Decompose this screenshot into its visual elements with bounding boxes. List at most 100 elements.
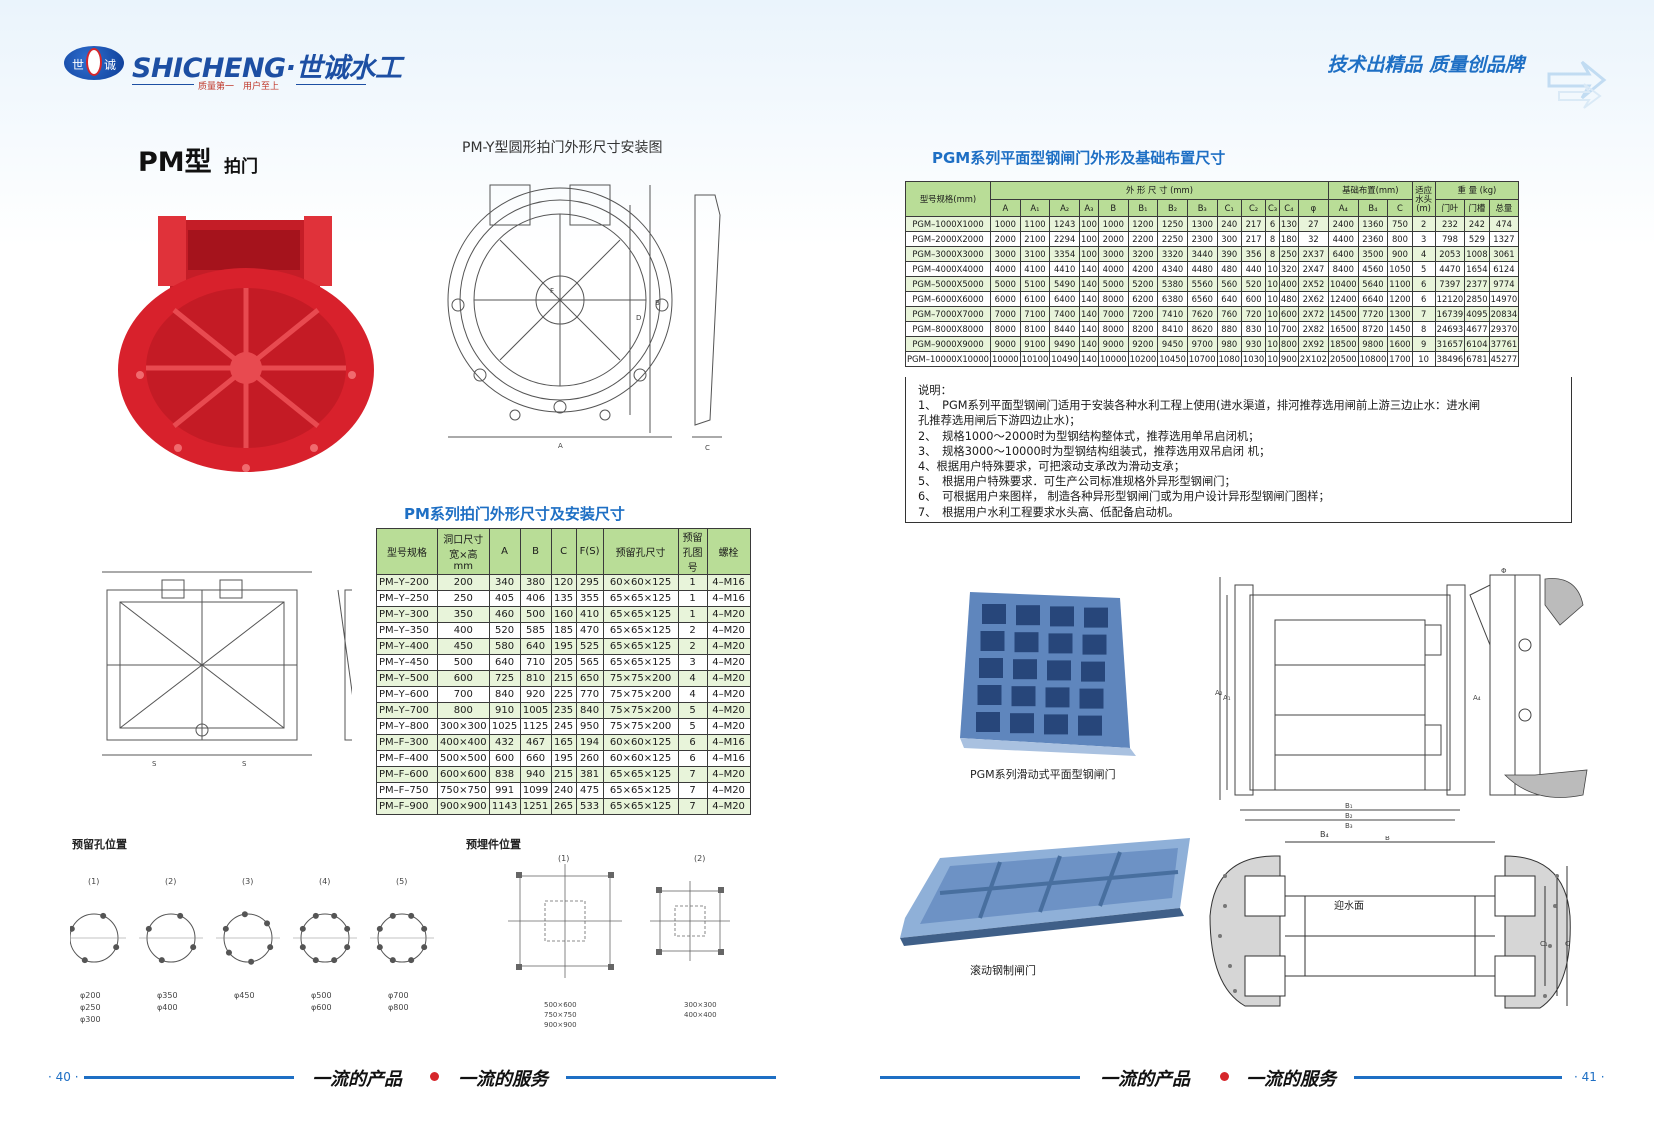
- pgm-plan-drawing: B C₁ C: [1209, 836, 1571, 1009]
- pgm-sub-header: φ: [1297, 198, 1329, 217]
- pgm-sub-header: A₂: [1049, 198, 1080, 217]
- pgm-table-cell: 798: [1434, 231, 1466, 247]
- pgm-table-cell: 8100: [1019, 321, 1051, 337]
- pgm-table-cell: 5560: [1186, 276, 1218, 292]
- pm-table-cell: 1: [677, 590, 708, 607]
- pm-table-cell: 4–M16: [706, 590, 751, 607]
- pgm-sub-header: B₂: [1157, 198, 1188, 217]
- bolt-hole-mark: [408, 957, 415, 964]
- pgm-table-cell: 1450: [1387, 321, 1413, 337]
- pgm-table-cell: 3100: [1019, 246, 1051, 262]
- pgm-table-cell: PGM–2000X2000: [905, 231, 991, 247]
- pgm-table-cell: 900: [1387, 246, 1413, 262]
- pgm-table-cell: 3: [1411, 231, 1436, 247]
- svg-text:Φ: Φ: [1501, 567, 1507, 575]
- pgm-table-cell: 9000: [989, 336, 1021, 352]
- pgm-group-header-row: 型号规格(mm) 外 形 尺 寸 (mm) 基础布置(mm) 适应水头(m) 重…: [905, 181, 1520, 217]
- upstream-face-label: 迎水面: [1334, 901, 1364, 912]
- pgm-table-cell: 4470: [1434, 261, 1466, 277]
- bolt-hole-mark: [241, 911, 248, 918]
- pm-table-cell: 185: [550, 622, 577, 639]
- pgm-table-cell: 8: [1411, 321, 1436, 337]
- pgm-table-cell: 700: [1278, 321, 1299, 337]
- pm-table-cell: 4–M16: [706, 574, 751, 591]
- pm-table-cell: 135: [550, 590, 577, 607]
- pgm-table-cell: 750: [1387, 216, 1413, 232]
- pm-table-cell: 525: [575, 638, 604, 655]
- pgm-table-cell: 2000: [1097, 231, 1129, 247]
- pm-table-cell: 4–M20: [706, 654, 751, 671]
- pm-table-cell: 500×500: [437, 750, 490, 767]
- gate-grid-cell: [1013, 659, 1037, 680]
- pm-table-cell: 75×75×200: [602, 702, 679, 719]
- pgm-table-cell: 320: [1278, 261, 1299, 277]
- pm-table-header-row: 型号规格 洞口尺寸宽×高mm A B C F(S) 预留孔尺寸 预留孔图号 螺栓: [376, 528, 751, 575]
- svg-text:A₂: A₂: [1215, 689, 1223, 697]
- pm-table-cell: 195: [550, 638, 577, 655]
- pgm-table-cell: 4410: [1049, 261, 1080, 277]
- pgm-table-cell: PGM–3000X3000: [905, 246, 991, 262]
- pgm-table-cell: 29370: [1488, 321, 1520, 337]
- pgm-table-cell: 10: [1265, 306, 1280, 322]
- pgm-table-cell: 10800: [1357, 351, 1389, 367]
- pgm-table-cell: 474: [1488, 216, 1520, 232]
- pgm-table-cell: 4000: [989, 261, 1021, 277]
- gate-grid-cell: [1044, 714, 1068, 735]
- pm-table-cell: 4–M16: [706, 750, 751, 767]
- note-line: 1、 PGM系列平面型钢闸门适用于安装各种水利工程上使用(进水渠道，排河推荐选用…: [918, 399, 1481, 413]
- pm-table-cell: 225: [550, 686, 577, 703]
- pm-col-b: B: [519, 528, 552, 575]
- pm-table-cell: 65×65×125: [602, 638, 679, 655]
- gate-grid-cell: [976, 712, 1000, 732]
- logo-char-right: 诚: [104, 58, 117, 72]
- pgm-table-cell: 2850: [1464, 291, 1490, 307]
- pgm-table-cell: 2000: [989, 231, 1021, 247]
- pgm-sub-header: C₁: [1216, 198, 1242, 217]
- pgm-table-cell: 45277: [1488, 351, 1520, 367]
- pm-table-cell: 650: [575, 670, 604, 687]
- pgm-table-cell: 560: [1216, 276, 1242, 292]
- pgm-table-cell: 9490: [1049, 336, 1080, 352]
- pgm-table-cell: 1600: [1387, 336, 1413, 352]
- pm-table-cell: 60×60×125: [602, 750, 679, 767]
- page-number-right: · 41 ·: [1574, 1070, 1605, 1084]
- embed-diagrams: [508, 864, 730, 978]
- bolt-hole-mark: [299, 944, 306, 951]
- pgm-table-cell: 140: [1078, 336, 1099, 352]
- pgm-table-cell: 3320: [1157, 246, 1188, 262]
- pm-table-cell: 194: [575, 734, 604, 751]
- pgm-table-cell: 10: [1411, 351, 1436, 367]
- pm-table-cell: 600: [488, 750, 521, 767]
- pm-table-cell: 4: [677, 670, 708, 687]
- pgm-table-cell: 6400: [1049, 291, 1080, 307]
- pgm-table-cell: 4677: [1464, 321, 1490, 337]
- pgm-table-cell: PGM–10000X10000: [905, 351, 991, 367]
- pgm-table-cell: 232: [1434, 216, 1466, 232]
- pm-y-diagram-caption: PM-Y型圆形拍门外形尺寸安装图: [462, 140, 663, 156]
- bolt-hole-mark: [222, 925, 229, 932]
- pm-table-cell: 65×65×125: [602, 606, 679, 623]
- note-line: 3、 规格3000～10000时为型钢结构组装式，推荐选用双吊启闭 机；: [918, 444, 1271, 458]
- pm-table-cell: 381: [575, 766, 604, 783]
- pm-col-fs: F(S): [575, 528, 604, 575]
- pgm-table-cell: 2X82: [1297, 321, 1329, 337]
- pgm-table-cell: 6560: [1186, 291, 1218, 307]
- pgm-table-cell: 6400: [1327, 246, 1359, 262]
- pgm-table-cell: 27: [1297, 216, 1329, 232]
- pgm-table-cell: 6100: [1019, 291, 1051, 307]
- svg-text:F: F: [550, 287, 554, 295]
- pgm-sub-header: 门槽: [1464, 198, 1490, 217]
- pm-table-cell: 405: [488, 590, 521, 607]
- pm-table-cell: 160: [550, 606, 577, 623]
- logo-char-left: 世: [72, 58, 85, 72]
- pm-table-cell: 565: [575, 654, 604, 671]
